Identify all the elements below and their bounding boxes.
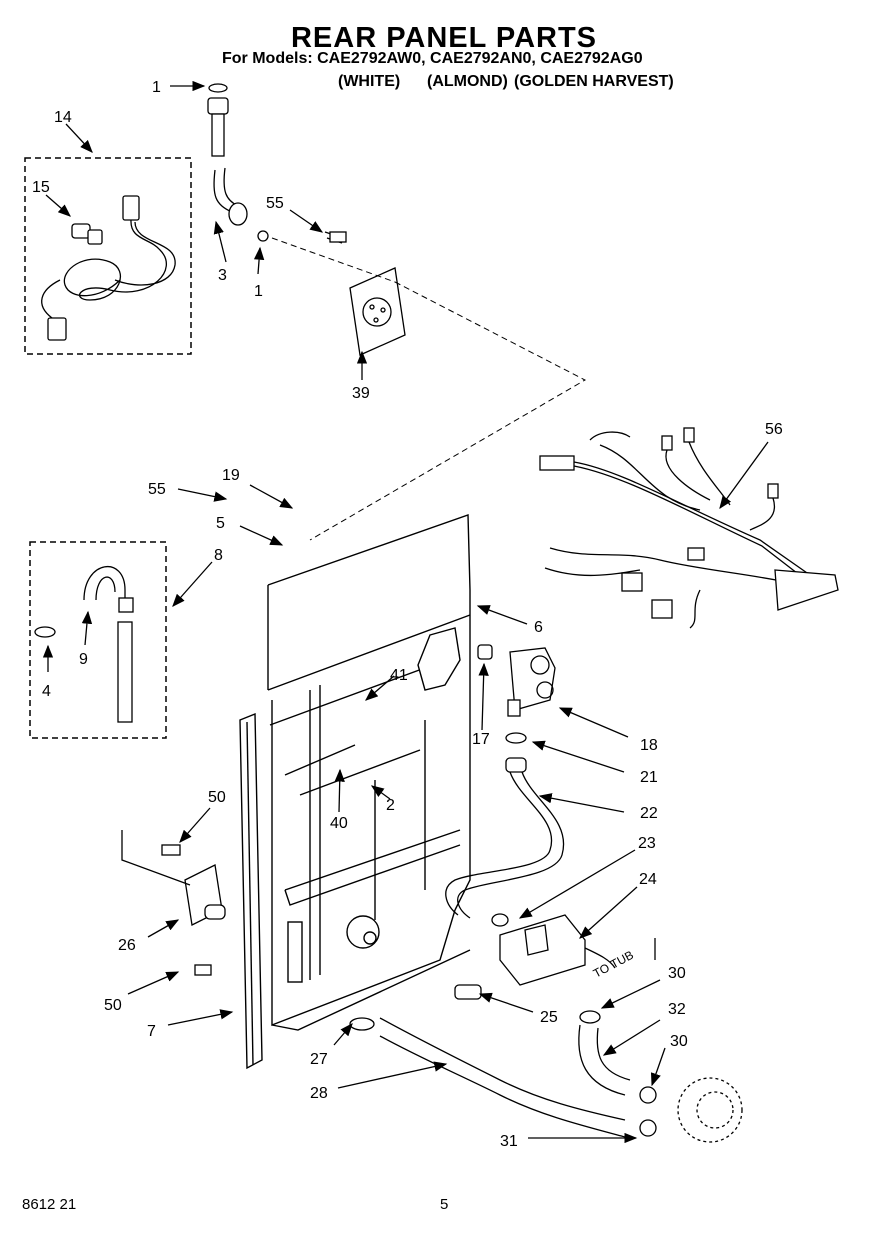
callout-15: 15 bbox=[32, 179, 50, 196]
callout-41: 41 bbox=[390, 667, 408, 684]
callout-7: 7 bbox=[147, 1023, 156, 1040]
callout-55-top: 55 bbox=[266, 195, 284, 212]
callout-50-top: 50 bbox=[208, 789, 226, 806]
callout-55-panel: 55 bbox=[148, 481, 166, 498]
outlet-bracket-39 bbox=[349, 267, 406, 356]
callout-2: 2 bbox=[386, 797, 395, 814]
to-tub-label: TO TUB bbox=[591, 948, 636, 981]
callout-14: 14 bbox=[54, 109, 72, 126]
callout-40: 40 bbox=[330, 815, 348, 832]
kit-14-box bbox=[24, 157, 192, 355]
kit-8-box bbox=[29, 541, 167, 739]
wire-harness-56 bbox=[539, 427, 839, 629]
inlet-hose-drawing bbox=[207, 83, 347, 244]
doc-code: 8612 21 bbox=[22, 1196, 77, 1213]
callout-21: 21 bbox=[640, 769, 658, 786]
page-title: REAR PANEL PARTS bbox=[290, 22, 598, 54]
callout-8: 8 bbox=[214, 547, 223, 564]
callout-17: 17 bbox=[472, 731, 490, 748]
callout-30-bottom: 30 bbox=[670, 1033, 688, 1050]
callout-30-top: 30 bbox=[668, 965, 686, 982]
pressure-switch-drawing bbox=[491, 913, 656, 986]
callout-26: 26 bbox=[118, 937, 136, 954]
callout-32: 32 bbox=[668, 1001, 686, 1018]
callout-56: 56 bbox=[765, 421, 783, 438]
color-golden-harvest: (GOLDEN HARVEST) bbox=[514, 73, 674, 90]
hose-kit-8-drawing bbox=[34, 565, 134, 723]
power-cord-drawing bbox=[41, 195, 176, 341]
color-white: (WHITE) bbox=[338, 73, 401, 90]
callout-6: 6 bbox=[534, 619, 543, 636]
callout-9: 9 bbox=[79, 651, 88, 668]
callout-23: 23 bbox=[638, 835, 656, 852]
page-number: 5 bbox=[440, 1196, 449, 1213]
callout-24: 24 bbox=[639, 871, 657, 888]
callout-4: 4 bbox=[42, 683, 51, 700]
callout-27: 27 bbox=[310, 1051, 328, 1068]
water-valve-drawing bbox=[445, 644, 565, 919]
callout-28: 28 bbox=[310, 1085, 328, 1102]
callout-3: 3 bbox=[218, 267, 227, 284]
callout-18: 18 bbox=[640, 737, 658, 754]
callout-1-top: 1 bbox=[152, 79, 161, 96]
callout-22: 22 bbox=[640, 805, 658, 822]
callout-leaders bbox=[42, 80, 769, 1144]
callout-39: 39 bbox=[352, 385, 370, 402]
color-almond: (ALMOND) bbox=[427, 73, 508, 90]
callout-19: 19 bbox=[222, 467, 240, 484]
callout-25: 25 bbox=[540, 1009, 558, 1026]
side-rail-7 bbox=[239, 712, 263, 1070]
assembly-leader-lines bbox=[271, 237, 587, 541]
callout-5: 5 bbox=[216, 515, 225, 532]
callout-labels: 1 14 15 3 1 55 39 56 19 55 5 8 9 4 6 41 … bbox=[32, 79, 783, 1150]
mounting-bracket-26 bbox=[121, 830, 226, 976]
callout-50-bottom: 50 bbox=[104, 997, 122, 1014]
rear-panel-drawing bbox=[267, 514, 471, 1031]
callout-1-washer: 1 bbox=[254, 283, 263, 300]
drain-hose-drawing bbox=[349, 984, 743, 1143]
models-subtitle: For Models: CAE2792AW0, CAE2792AN0, CAE2… bbox=[222, 50, 643, 67]
callout-31: 31 bbox=[500, 1133, 518, 1150]
